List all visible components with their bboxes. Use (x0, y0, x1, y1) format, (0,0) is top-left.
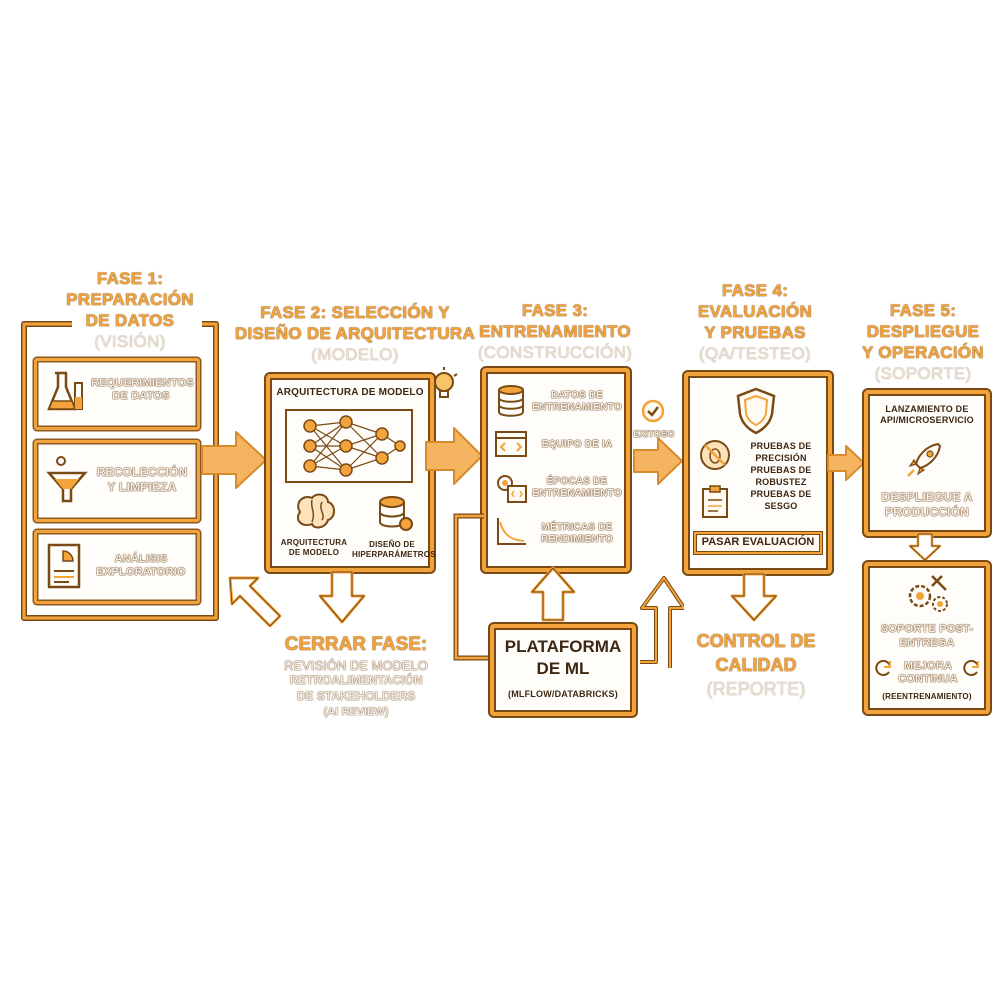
success-label: EXITOSO (633, 429, 675, 439)
flask-icon (47, 371, 83, 411)
phase1-item-requirements[interactable]: REQUERIMIENTOS DE DATOS (34, 358, 200, 430)
phase3-title-line1: FASE 3: (521, 301, 589, 320)
arrow-phase2-to-close (318, 570, 366, 624)
phase4-title: FASE 4: EVALUACIÓN Y PRUEBAS (QA/TESTEO) (670, 280, 840, 364)
phase5-title: FASE 5: DESPLIEGUE Y OPERACIÓN (SOPORTE) (848, 300, 998, 384)
close-phase-title: CERRAR FASE: (284, 634, 428, 655)
phase1-item-analysis[interactable]: ANÁLISIS EXPLORATORIO (34, 530, 200, 604)
phase4-subtitle: (QA/TESTEO) (699, 344, 811, 363)
feedback-loop-left (453, 513, 492, 661)
phase1-frame (21, 321, 219, 621)
arrow-phase3-to-phase4 (633, 437, 683, 485)
report-icon (47, 543, 81, 589)
phase4-title-line1: FASE 4: (721, 281, 789, 300)
shield-icon (736, 387, 776, 435)
phase3-item-epochs: ÉPOCAS DE ENTRENAMIENTO (532, 476, 622, 499)
arrow-phase2-to-phase3 (425, 427, 483, 485)
phase1-item-analysis-label: ANÁLISIS EXPLORATORIO (96, 553, 186, 578)
phase5-launch: LANZAMIENTO DE API/MICROSERVICIO (880, 404, 974, 425)
phase5-deploy-box[interactable]: LANZAMIENTO DE API/MICROSERVICIO DESPLIE… (864, 390, 990, 536)
refresh-icon-right (963, 659, 979, 676)
phase1-item-requirements-label: REQUERIMIENTOS DE DATOS (91, 377, 194, 402)
phase2-title: FASE 2: SELECCIÓN Y DISEÑO DE ARQUITECTU… (230, 302, 480, 365)
phase3-subtitle: (CONSTRUCCIÓN) (477, 343, 633, 362)
phase5-subtitle: (SOPORTE) (874, 364, 972, 383)
neural-network-icon (285, 409, 413, 483)
chart-curve-icon (497, 518, 526, 545)
phase1-title-line3: DE DATOS (85, 311, 175, 330)
phase3-item-training-data: DATOS DE ENTRENAMIENTO (532, 390, 622, 413)
lightbulb-icon (430, 367, 458, 398)
quality-control-line1: CONTROL DE (696, 631, 816, 651)
feedback-loop-right (640, 576, 684, 668)
phase5-support-box[interactable]: SOPORTE POST-ENTREGA MEJORA CONTINUA (RE… (864, 562, 990, 714)
arrow-feedback-to-phase1 (228, 576, 282, 628)
arrow-phase1-to-phase2 (201, 431, 267, 489)
brain-icon (296, 493, 335, 529)
phase1-title: FASE 1: PREPARACIÓN DE DATOS (VISIÓN) (40, 268, 220, 352)
phase1-item-collection-label: RECOLECCIÓN Y LIMPIEZA (96, 465, 188, 494)
rocket-icon (907, 442, 942, 477)
phase5-title-line2: DESPLIEGUE (866, 322, 980, 341)
phase3-box[interactable]: DATOS DE ENTRENAMIENTO EQUIPO DE IA ÉPOC… (482, 368, 630, 572)
close-phase-line4: (AI REVIEW) (323, 706, 389, 718)
close-phase-line3: DE STAKEHOLDERS (296, 689, 416, 703)
phase1-title-line1: FASE 1: (96, 269, 164, 288)
bug-crossed-icon (700, 440, 730, 470)
checkmark-icon (641, 399, 665, 423)
database-icon (498, 385, 524, 417)
phase4-pass-badge[interactable]: PASAR EVALUACIÓN (694, 532, 822, 554)
phase2-title-line1: FASE 2: SELECCIÓN Y (260, 303, 450, 322)
phase2-title-line2: DISEÑO DE ARQUITECTURA (234, 324, 476, 343)
ml-platform-title-line1: PLATAFORMA (504, 637, 622, 656)
phase2-box-title: ARQUITECTURA DE MODELO (276, 387, 424, 398)
ml-platform-title-line2: DE ML (536, 659, 590, 678)
phase2-subtitle: (MODELO) (311, 345, 399, 364)
phase3-item-metrics: MÉTRICAS DE RENDIMIENTO (540, 522, 614, 545)
database-gear-icon (379, 496, 413, 531)
quality-control-sub-wrap: (REPORTE) (676, 678, 836, 700)
gear-code-icon (497, 475, 527, 503)
phase4-title-line3: Y PRUEBAS (704, 323, 806, 342)
phase3-item-ai-team: EQUIPO DE IA (541, 439, 613, 450)
gears-tools-icon (908, 575, 948, 612)
code-window-icon (495, 431, 527, 457)
refresh-icon (875, 659, 891, 676)
phase2-box[interactable]: ARQUITECTURA DE MODELO ARQUITECTURA DE M… (266, 374, 436, 572)
phase2-item-hyperparameters: DISEÑO DE HIPERPARÁMETROS (352, 540, 436, 559)
quality-control-sub: (REPORTE) (706, 679, 806, 699)
phase5-support: SOPORTE POST-ENTREGA (880, 623, 974, 649)
funnel-icon (46, 456, 88, 503)
ml-platform-sub: (MLFLOW/DATABRICKS) (508, 689, 618, 699)
quality-control-line2: CALIDAD (715, 655, 797, 675)
phase3-title: FASE 3: ENTRENAMIENTO (CONSTRUCCIÓN) (470, 300, 640, 363)
arrow-platform-to-phase3 (530, 566, 576, 622)
phase4-tests: PRUEBAS DE PRECISIÓN PRUEBAS DE ROBUSTEZ… (750, 441, 812, 511)
phase5-title-line1: FASE 5: (889, 301, 957, 320)
close-phase-line1: REVISIÓN DE MODELO (284, 658, 428, 673)
phase5-improve-sub: (REENTRENAMIENTO) (882, 692, 972, 701)
clipboard-icon (702, 485, 728, 518)
ml-platform-box[interactable]: PLATAFORMA DE ML (MLFLOW/DATABRICKS) (490, 624, 636, 716)
phase5-title-line3: Y OPERACIÓN (861, 343, 984, 362)
arrow-phase4-to-phase5 (827, 445, 865, 481)
phase5-improve: MEJORA CONTINUA (898, 660, 958, 685)
phase3-title-line2: ENTRENAMIENTO (479, 322, 631, 341)
phase2-item-architecture: ARQUITECTURA DE MODELO (280, 538, 348, 557)
phase1-subtitle: (VISIÓN) (94, 332, 166, 351)
arrow-phase4-to-quality (730, 572, 778, 622)
phase4-box[interactable]: PRUEBAS DE PRECISIÓN PRUEBAS DE ROBUSTEZ… (684, 372, 832, 574)
arrow-deploy-to-support (908, 532, 942, 562)
phase1-title-line2: PREPARACIÓN (66, 290, 194, 309)
phase4-title-line2: EVALUACIÓN (697, 302, 813, 321)
close-phase-line2: RETROALIMENTACIÓN (289, 673, 423, 687)
phase1-item-collection[interactable]: RECOLECCIÓN Y LIMPIEZA (34, 440, 200, 522)
phase5-deploy: DESPLIEGUE A PRODUCCIÓN (881, 490, 973, 519)
